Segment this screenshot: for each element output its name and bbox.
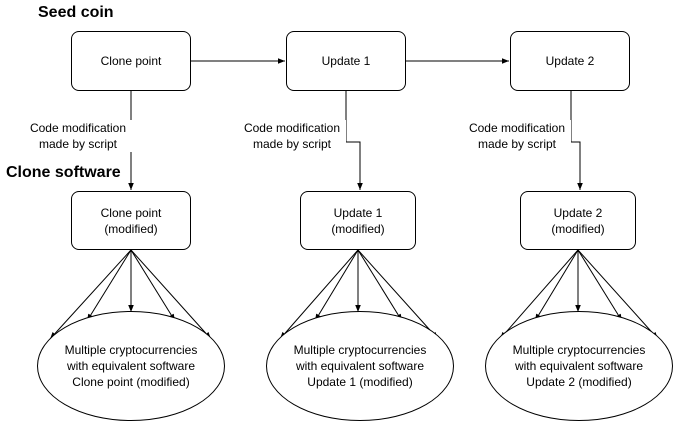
arrow-update1-to-modified [345, 91, 363, 190]
node-update-1-modified: Update 1 (modified) [300, 191, 416, 250]
fanout-update2 [499, 249, 659, 340]
fanout-update1 [279, 249, 439, 340]
edge-label-clone-point: Code modification made by script [24, 120, 132, 152]
seed-coin-label: Seed coin [38, 4, 114, 21]
node-update-2-modified: Update 2 (modified) [520, 191, 636, 250]
node-clone-point-modified: Clone point (modified) [71, 191, 191, 250]
ellipse-update-2-cryptocurrencies: Multiple cryptocurrencies with equivalen… [485, 311, 673, 421]
node-update-1: Update 1 [286, 31, 406, 91]
arrow-update2-to-modified [570, 91, 583, 190]
node-clone-point: Clone point [71, 31, 191, 91]
edge-label-update-2: Code modification made by script [463, 120, 571, 152]
clone-software-label: Clone software [6, 164, 121, 181]
fanout-clone-point [49, 249, 212, 340]
ellipse-clone-point-cryptocurrencies: Multiple cryptocurrencies with equivalen… [37, 311, 225, 421]
edge-label-update-1: Code modification made by script [238, 120, 346, 152]
node-update-2: Update 2 [510, 31, 630, 91]
ellipse-update-1-cryptocurrencies: Multiple cryptocurrencies with equivalen… [266, 311, 454, 421]
